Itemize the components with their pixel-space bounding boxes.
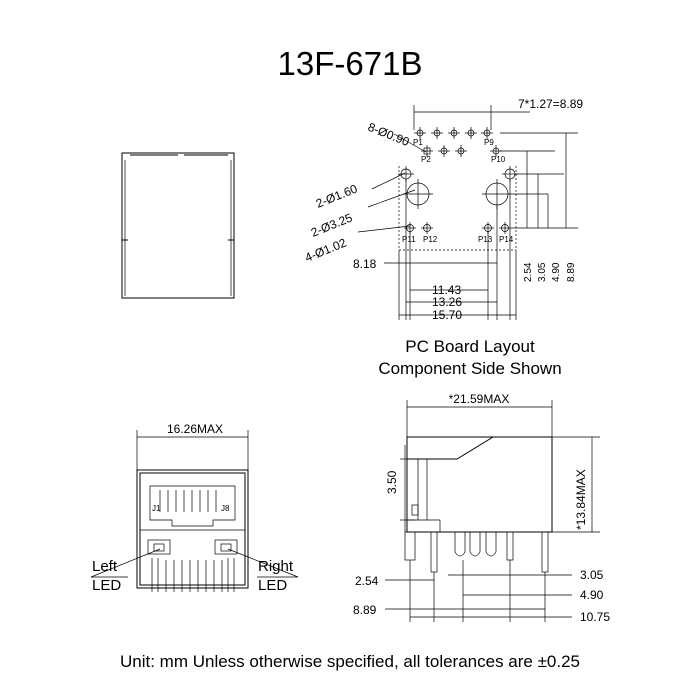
side-dim-4-90: 4.90 [580,588,604,602]
pin-label-p12: P12 [423,235,438,244]
hole-callout-3: 2-Ø3.25 [309,210,355,239]
left-led-label-2: LED [92,577,121,594]
pin-label-p11: P11 [402,235,416,244]
j1-label: J1 [152,504,161,513]
pin-label-p2: P2 [421,155,431,164]
pin-label-p10: P10 [491,155,506,164]
part-number-title: 13F-671B [278,45,423,82]
pitch-label: 7*1.27=8.89 [518,97,583,111]
dim-v-8-89: 8.89 [566,262,577,282]
hole-callout-4: 4-Ø1.02 [303,235,349,264]
hole-callout-2: 2-Ø1.60 [314,181,360,210]
board-caption-line2: Component Side Shown [378,359,561,378]
side-dim-8-89: 8.89 [353,603,377,617]
dim-v-4-90: 4.90 [551,262,562,282]
jack-contacts [159,490,217,512]
pin-label-p9: P9 [484,138,494,147]
side-dim-3-05: 3.05 [580,568,604,582]
side-height-label: *13.84MAX [574,469,588,530]
board-caption-line1: PC Board Layout [405,337,535,356]
right-led-label-1: Right [258,558,294,575]
pc-board-layout: 7*1.27=8.89 P1 P2 P9 P10 P11 P12 P1 [303,97,584,322]
side-length-label: *21.59MAX [449,392,510,406]
footer-note: Unit: mm Unless otherwise specified, all… [120,652,580,671]
hole-callout-1: 8-Ø0.90 [366,120,412,149]
j8-label: J8 [221,504,230,513]
side-dim-2-54: 2.54 [355,574,379,588]
signal-hole-row [414,127,502,157]
hole-callout-5: 8.18 [353,257,377,271]
dim-11-43: 11.43 [432,283,461,297]
dim-v-3-05: 3.05 [537,262,548,282]
side-dim-10-75: 10.75 [580,610,610,624]
front-pins [151,558,235,592]
front-view: 16.26MAX J1 J8 [90,422,299,592]
side-view: *21.59MAX 3.50 *13.84MAX [385,392,600,622]
pin-label-p14: P14 [499,235,514,244]
mounting-holes [403,179,512,209]
dim-13-26: 13.26 [432,295,462,309]
pin-label-p13: P13 [478,235,493,244]
left-led-label-1: Left [92,558,118,575]
led-hole-row [398,166,518,234]
dim-15-70: 15.70 [432,308,462,322]
top-view-outline [121,152,235,299]
pin-label-p1: P1 [413,138,423,147]
side-pin-height-label: 3.50 [385,470,399,494]
right-led-label-2: LED [258,577,287,594]
dim-v-2-54: 2.54 [523,262,534,282]
front-width-label: 16.26MAX [167,422,223,436]
side-pins [404,531,549,573]
